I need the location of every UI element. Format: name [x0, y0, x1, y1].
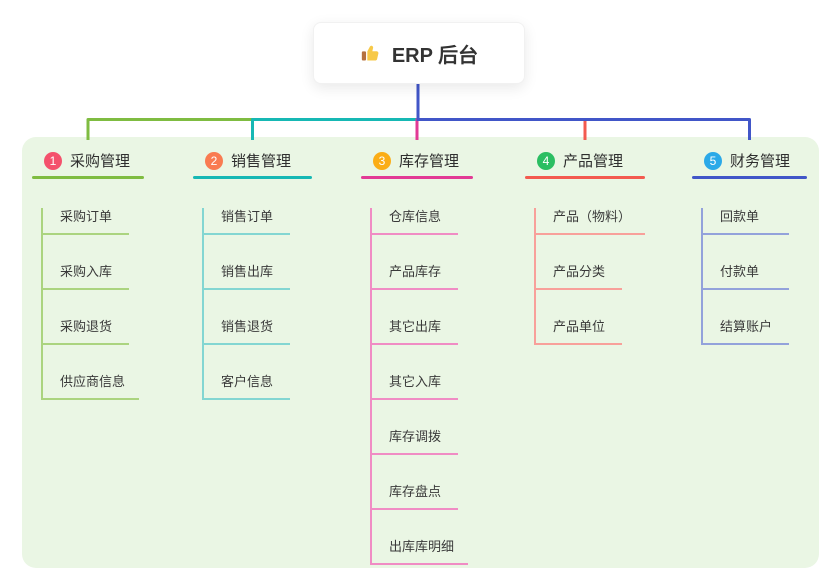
child-node[interactable]: 销售退货	[204, 318, 290, 345]
branch-title: 销售管理	[231, 153, 292, 170]
child-node[interactable]: 结算账户	[703, 318, 789, 345]
branches-panel	[22, 137, 819, 568]
branch-header[interactable]: 3 库存管理	[361, 148, 473, 173]
child-node[interactable]: 库存调拨	[372, 428, 458, 455]
branch-header[interactable]: 4 产品管理	[525, 148, 645, 173]
branch-header[interactable]: 2 销售管理	[193, 148, 312, 173]
branch-title: 库存管理	[399, 153, 460, 170]
child-node[interactable]: 采购退货	[43, 318, 129, 345]
child-node[interactable]: 仓库信息	[372, 208, 458, 235]
branch-children: 回款单付款单结算账户	[701, 208, 807, 345]
branch-column: 3 库存管理 仓库信息产品库存其它出库其它入库库存调拨库存盘点出库库明细	[361, 148, 473, 565]
child-node[interactable]: 采购入库	[43, 263, 129, 290]
branch-underline	[361, 176, 473, 179]
branch-column: 1 采购管理 采购订单采购入库采购退货供应商信息	[32, 148, 144, 400]
branch-number-badge: 1	[44, 151, 62, 170]
child-node[interactable]: 产品分类	[536, 263, 622, 290]
branch-number-badge: 4	[537, 151, 555, 170]
root-title: ERP 后台	[391, 44, 479, 67]
branch-column: 2 销售管理 销售订单销售出库销售退货客户信息	[193, 148, 312, 400]
branch-children: 仓库信息产品库存其它出库其它入库库存调拨库存盘点出库库明细	[370, 208, 473, 565]
child-node[interactable]: 回款单	[703, 208, 789, 235]
branch-children: 产品（物料） 产品分类产品单位	[534, 208, 646, 345]
branch-title: 产品管理	[563, 153, 624, 170]
branch-children: 销售订单销售出库销售退货客户信息	[202, 208, 312, 400]
child-node[interactable]: 产品（物料）	[536, 208, 646, 235]
child-node[interactable]: 客户信息	[204, 373, 290, 400]
child-node[interactable]: 库存盘点	[372, 483, 458, 510]
child-node[interactable]: 其它出库	[372, 318, 458, 345]
branch-children: 采购订单采购入库采购退货供应商信息	[41, 208, 144, 400]
child-node[interactable]: 产品单位	[536, 318, 622, 345]
child-node[interactable]: 采购订单	[43, 208, 129, 235]
branch-underline	[525, 176, 645, 179]
child-node[interactable]: 销售订单	[204, 208, 290, 235]
branch-header[interactable]: 1 采购管理	[32, 148, 144, 173]
child-node[interactable]: 付款单	[703, 263, 789, 290]
branch-title: 财务管理	[730, 153, 791, 170]
branch-header[interactable]: 5 财务管理	[692, 148, 807, 173]
branch-number-badge: 5	[704, 151, 722, 170]
thumbs-up-icon	[360, 42, 382, 64]
child-node[interactable]: 供应商信息	[43, 373, 140, 400]
child-node[interactable]: 销售出库	[204, 263, 290, 290]
branch-number-badge: 2	[205, 151, 223, 170]
child-node[interactable]: 出库库明细	[372, 538, 469, 565]
branch-column: 5 财务管理 回款单付款单结算账户	[692, 148, 807, 345]
branch-underline	[32, 176, 144, 179]
branch-underline	[193, 176, 312, 179]
branch-title: 采购管理	[70, 153, 131, 170]
child-node[interactable]: 其它入库	[372, 373, 458, 400]
root-node[interactable]: ERP 后台	[313, 22, 525, 84]
child-node[interactable]: 产品库存	[372, 263, 458, 290]
branch-number-badge: 3	[373, 151, 391, 170]
branch-column: 4 产品管理 产品（物料） 产品分类产品单位	[525, 148, 646, 345]
branch-underline	[692, 176, 807, 179]
